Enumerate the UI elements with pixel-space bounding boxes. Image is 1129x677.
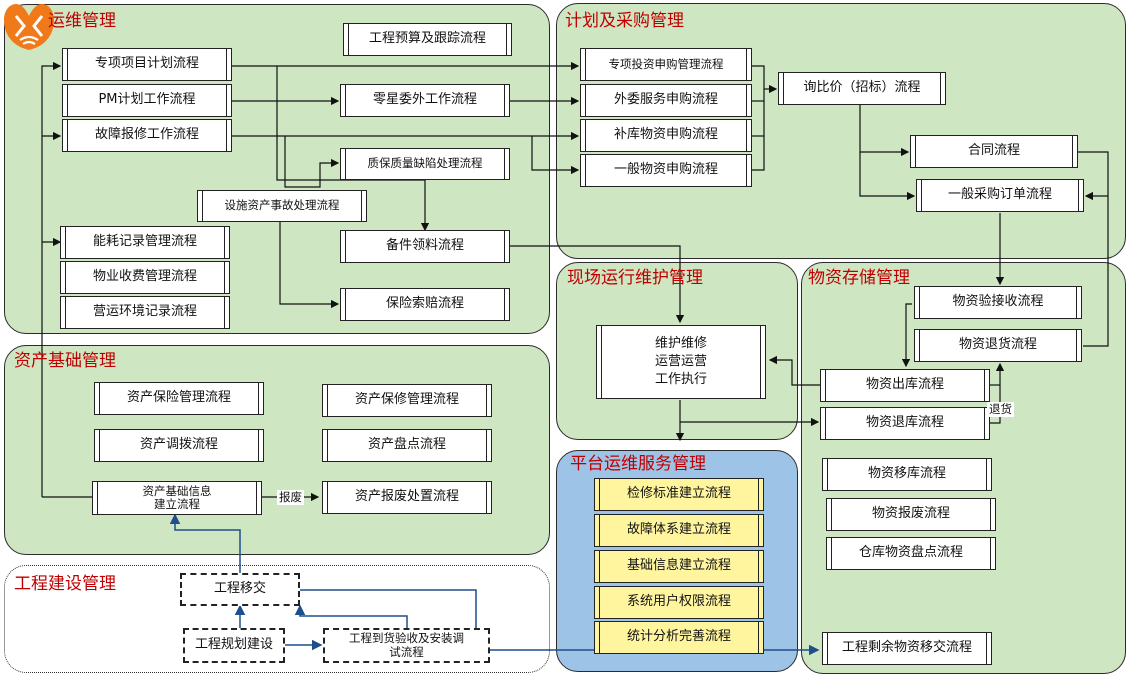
outsource-work-process[interactable]: 零星委外工作流程 (340, 84, 510, 117)
asset-count-process[interactable]: 资产盘点流程 (322, 429, 492, 462)
env-record-process[interactable]: 营运环境记录流程 (60, 296, 230, 329)
goods-return-process[interactable]: 物资退货流程 (914, 329, 1082, 362)
procure-title: 计划及采购管理 (565, 11, 684, 31)
base-info-process[interactable]: 基础信息建立流程 (594, 550, 764, 583)
replenish-purchase-process[interactable]: 补库物资申购流程 (580, 119, 752, 152)
return-goods-label: 退货 (987, 402, 1014, 417)
asset-title: 资产基础管理 (14, 351, 116, 371)
asset-info-line-2: 建立流程 (154, 497, 200, 511)
warehouse-inventory-process[interactable]: 仓库物资盘点流程 (826, 537, 996, 570)
storage-title: 物资存储管理 (808, 268, 910, 288)
construction-title: 工程建设管理 (14, 574, 116, 594)
fault-report-process[interactable]: 故障报修工作流程 (62, 119, 232, 152)
goods-receive-process[interactable]: 物资验接收流程 (914, 286, 1082, 319)
scrap-label: 报废 (277, 490, 304, 505)
project-plan-process[interactable]: 专项项目计划流程 (62, 48, 232, 81)
acceptance-line-1: 工程到货验收及安装调 (349, 631, 464, 646)
property-fee-process[interactable]: 物业收费管理流程 (60, 261, 230, 294)
acceptance-line-2: 试流程 (389, 644, 424, 659)
field-execution-box[interactable]: 维护维修 运营运营 工作执行 (596, 325, 766, 399)
special-purchase-process[interactable]: 专项投资申购管理流程 (580, 48, 752, 81)
platform-title: 平台运维服务管理 (570, 454, 706, 474)
insurance-claim-process[interactable]: 保险索赔流程 (340, 288, 510, 321)
quality-defect-process[interactable]: 质保质量缺陷处理流程 (340, 148, 510, 180)
goods-move-process[interactable]: 物资移库流程 (822, 458, 992, 491)
asset-info-line-1: 资产基础信息 (142, 484, 212, 499)
asset-accident-process[interactable]: 设施资产事故处理流程 (197, 190, 367, 222)
inquiry-tender-process[interactable]: 询比价（招标）流程 (778, 72, 946, 105)
goods-inbound-return-process[interactable]: 物资退库流程 (820, 407, 990, 440)
stats-analysis-process[interactable]: 统计分析完善流程 (594, 621, 764, 654)
asset-disposal-process[interactable]: 资产报废处置流程 (322, 481, 492, 514)
logo-icon (4, 4, 54, 50)
project-handover-box[interactable]: 工程移交 (180, 573, 300, 606)
purchase-order-process[interactable]: 一般采购订单流程 (916, 179, 1084, 212)
outsource-purchase-process[interactable]: 外委服务申购流程 (580, 84, 752, 117)
asset-info-process[interactable]: 资产基础信息 建立流程 (92, 481, 262, 515)
goods-outbound-process[interactable]: 物资出库流程 (820, 369, 990, 402)
budget-tracking-process[interactable]: 工程预算及跟踪流程 (343, 23, 512, 56)
project-planning-box[interactable]: 工程规划建设 (183, 628, 285, 663)
spare-parts-process[interactable]: 备件领料流程 (340, 230, 510, 263)
contract-process[interactable]: 合同流程 (910, 135, 1078, 168)
energy-record-process[interactable]: 能耗记录管理流程 (60, 226, 230, 259)
general-purchase-process[interactable]: 一般物资申购流程 (580, 154, 752, 187)
asset-transfer-process[interactable]: 资产调拨流程 (94, 429, 264, 462)
field-line-2: 运营运营 (654, 353, 707, 369)
asset-insurance-process[interactable]: 资产保险管理流程 (94, 382, 264, 415)
asset-warranty-process[interactable]: 资产保修管理流程 (322, 384, 492, 417)
goods-scrap-process[interactable]: 物资报废流程 (826, 498, 996, 531)
field-line-3: 工作执行 (654, 372, 707, 388)
pm-plan-process[interactable]: PM计划工作流程 (62, 84, 232, 117)
ops-title: 运维管理 (48, 11, 116, 31)
maintenance-standard-process[interactable]: 检修标准建立流程 (594, 478, 764, 511)
field-line-1: 维护维修 (654, 335, 707, 351)
user-rights-process[interactable]: 系统用户权限流程 (594, 586, 764, 619)
acceptance-install-box[interactable]: 工程到货验收及安装调 试流程 (323, 628, 490, 663)
field-title: 现场运行维护管理 (567, 268, 703, 288)
fault-system-process[interactable]: 故障体系建立流程 (594, 514, 764, 547)
surplus-material-process[interactable]: 工程剩余物资移交流程 (822, 632, 992, 665)
